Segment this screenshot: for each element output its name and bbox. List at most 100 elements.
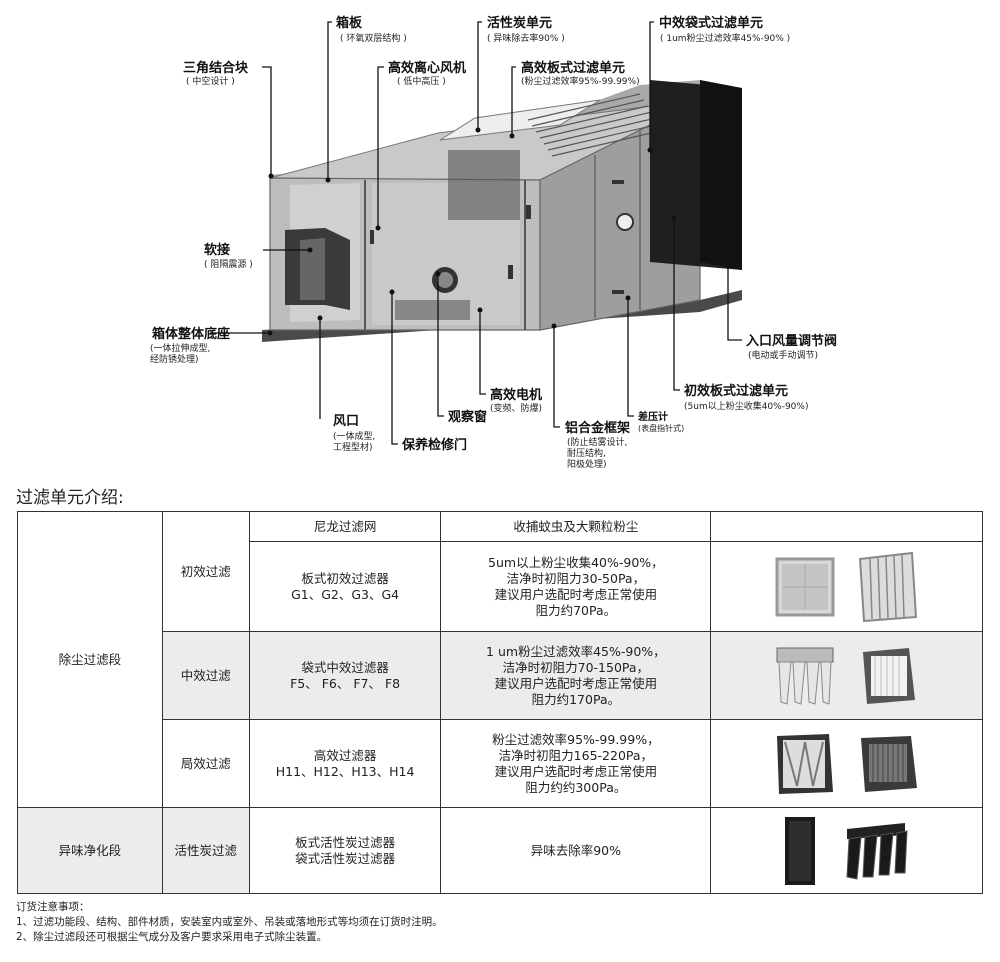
sub-motor: (变频、防爆): [490, 402, 542, 414]
leader-dots: [267, 127, 731, 336]
desc-line: 异味去除率90%: [530, 842, 621, 858]
desc-line: 洁净时初阻力30-50Pa，: [506, 570, 646, 586]
carbon-panel-icon: [784, 816, 815, 885]
leader-lines: [210, 21, 742, 445]
type-carbon: 板式活性炭过滤器袋式活性炭过滤器: [248, 807, 442, 894]
notes-item: 1、过滤功能段、结构、部件材质，安装室内或室外、吊装或落地形式等均须在订货时注明…: [16, 916, 443, 928]
sub-frame: (防止结雾设计,耐压结构,阳极处理): [567, 436, 627, 470]
sub-base-l1: (一体拉伸成型,: [150, 342, 210, 354]
sub-outlet-l1: (一体成型,: [333, 430, 375, 442]
v-bank-filter-icon: [776, 733, 833, 794]
sub-frame-l1: (防止结雾设计,: [567, 436, 627, 448]
header-nylon: 尼龙过滤网: [248, 511, 442, 542]
sub-flex-joint: ( 阻隔震源 ): [204, 259, 253, 270]
table-header-row: 除尘过滤段 初效过滤 尼龙过滤网 收捕蚊虫及大颗粒粉尘: [17, 511, 983, 808]
desc-primary: 5um以上粉尘收集40%-90%，洁净时初阻力30-50Pa，建议用户选配时考虑…: [440, 541, 712, 632]
desc-line: 阻力约约300Pa。: [525, 779, 627, 795]
desc-line: 阻力约170Pa。: [531, 691, 621, 707]
sub-outlet: (一体成型,工程型材): [333, 430, 375, 453]
sub-frame-l2: 耐压结构,: [567, 447, 606, 459]
type-line: H11、H12、H13、H14: [275, 763, 415, 779]
label-primary: 初效板式过滤单元: [684, 383, 788, 399]
pleated-panel-filter-icon: [858, 551, 917, 622]
desc-high: 粉尘过滤效率95%-99.99%，洁净时初阻力165-220Pa，建议用户选配时…: [440, 719, 712, 808]
label-flex-joint: 软接: [204, 242, 230, 258]
label-door: 保养检修门: [401, 437, 467, 453]
type-line: 袋式中效过滤器: [301, 659, 389, 675]
bag-filter-icon: [776, 647, 834, 705]
desc-carbon: 异味去除率90%: [440, 807, 712, 894]
group-odor: 异味净化段: [17, 807, 163, 894]
table-row: 异味净化段 活性炭过滤 板式活性炭过滤器袋式活性炭过滤器 异味去除率90%: [17, 807, 983, 894]
type-line: 袋式活性炭过滤器: [295, 850, 396, 866]
section-title: 过滤单元介绍:: [16, 488, 124, 508]
sub-gauge: (表盘指针式): [638, 423, 684, 433]
header-insect: 收捕蚊虫及大颗粒粉尘: [440, 511, 712, 542]
desc-line: 建议用户选配时考虑正常使用: [494, 675, 658, 691]
label-outlet: 风口: [333, 414, 359, 429]
group-dust: 除尘过滤段: [17, 511, 163, 808]
air-handling-unit-diagram: 箱板 ( 环氧双层结构 ) 活性炭单元 ( 异味除去率90% ) 中效袋式过滤单…: [150, 15, 837, 470]
sub-hepa: (粉尘过滤效率95%-99.99%): [521, 75, 640, 87]
type-line: F5、 F6、 F7、 F8: [290, 675, 401, 691]
box-filter-icon: [862, 647, 915, 704]
desc-line: 1 um粉尘过滤效率45%-90%，: [486, 643, 666, 659]
type-line: G1、G2、G3、G4: [291, 586, 400, 602]
type-line: 板式初效过滤器: [301, 570, 389, 586]
sub-damper: (电动或手动调节): [748, 349, 818, 361]
desc-line: 5um以上粉尘收集40%-90%，: [488, 554, 664, 570]
label-triangle: 三角结合块: [183, 60, 249, 76]
sub-base: (一体拉伸成型,经防锈处理): [150, 342, 210, 365]
label-gauge: 差压计: [638, 410, 668, 423]
label-carbon: 活性炭单元: [487, 15, 552, 31]
desc-line: 洁净时初阻力70-150Pa，: [502, 659, 650, 675]
carbon-bag-filter-icon: [846, 822, 908, 880]
label-bag-filter: 中效袋式过滤单元: [659, 15, 763, 31]
stage-primary: 初效过滤: [161, 511, 250, 632]
stage-carbon: 活性炭过滤: [161, 807, 250, 894]
callout-labels: 箱板 ( 环氧双层结构 ) 活性炭单元 ( 异味除去率90% ) 中效袋式过滤单…: [150, 15, 837, 470]
sub-triangle: ( 中空设计 ): [186, 75, 235, 87]
sub-base-l2: 经防锈处理): [150, 353, 199, 365]
image-high: [710, 719, 983, 808]
stage-medium: 中效过滤: [161, 631, 250, 720]
notes-title: 订货注意事项：: [16, 901, 90, 913]
image-medium: [710, 631, 983, 720]
hepa-box-filter-icon: [860, 735, 917, 792]
label-damper: 入口风量调节阀: [746, 333, 837, 349]
panel-filter-icon: [775, 557, 835, 616]
ahu-illustration: [262, 80, 742, 342]
sub-bag-filter: ( 1um粉尘过滤效率45%-90% ): [660, 32, 790, 44]
header-image-cell: [710, 511, 983, 542]
stage-high: 局效过滤: [161, 719, 250, 808]
desc-line: 建议用户选配时考虑正常使用: [494, 763, 658, 779]
label-hepa: 高效板式过滤单元: [521, 60, 625, 76]
label-box-panel: 箱板: [336, 15, 363, 31]
sub-carbon: ( 异味除去率90% ): [487, 32, 565, 44]
desc-line: 洁净时初阻力165-220Pa，: [498, 747, 654, 763]
sub-outlet-l2: 工程型材): [333, 441, 373, 453]
sub-primary: (5um以上粉尘收集40%-90%): [684, 400, 808, 412]
type-line: 板式活性炭过滤器: [295, 834, 396, 850]
label-frame: 铝合金框架: [565, 420, 630, 436]
desc-line: 建议用户选配时考虑正常使用: [494, 586, 658, 602]
image-carbon: [710, 807, 983, 894]
label-base: 箱体整体底座: [152, 326, 230, 342]
order-notes: 订货注意事项： 1、过滤功能段、结构、部件材质，安装室内或室外、吊装或落地形式等…: [16, 900, 443, 945]
label-motor: 高效电机: [490, 387, 542, 403]
sub-fan: ( 低中高压 ): [397, 75, 446, 87]
image-primary: [710, 541, 983, 632]
desc-line: 粉尘过滤效率95%-99.99%，: [492, 731, 660, 747]
type-line: 高效过滤器: [313, 747, 377, 763]
notes-item: 2、除尘过滤段还可根据尘气成分及客户要求采用电子式除尘装置。: [16, 931, 328, 943]
sub-frame-l3: 阳极处理): [567, 458, 607, 470]
desc-medium: 1 um粉尘过滤效率45%-90%，洁净时初阻力70-150Pa，建议用户选配时…: [440, 631, 712, 720]
sub-box-panel: ( 环氧双层结构 ): [340, 32, 407, 44]
